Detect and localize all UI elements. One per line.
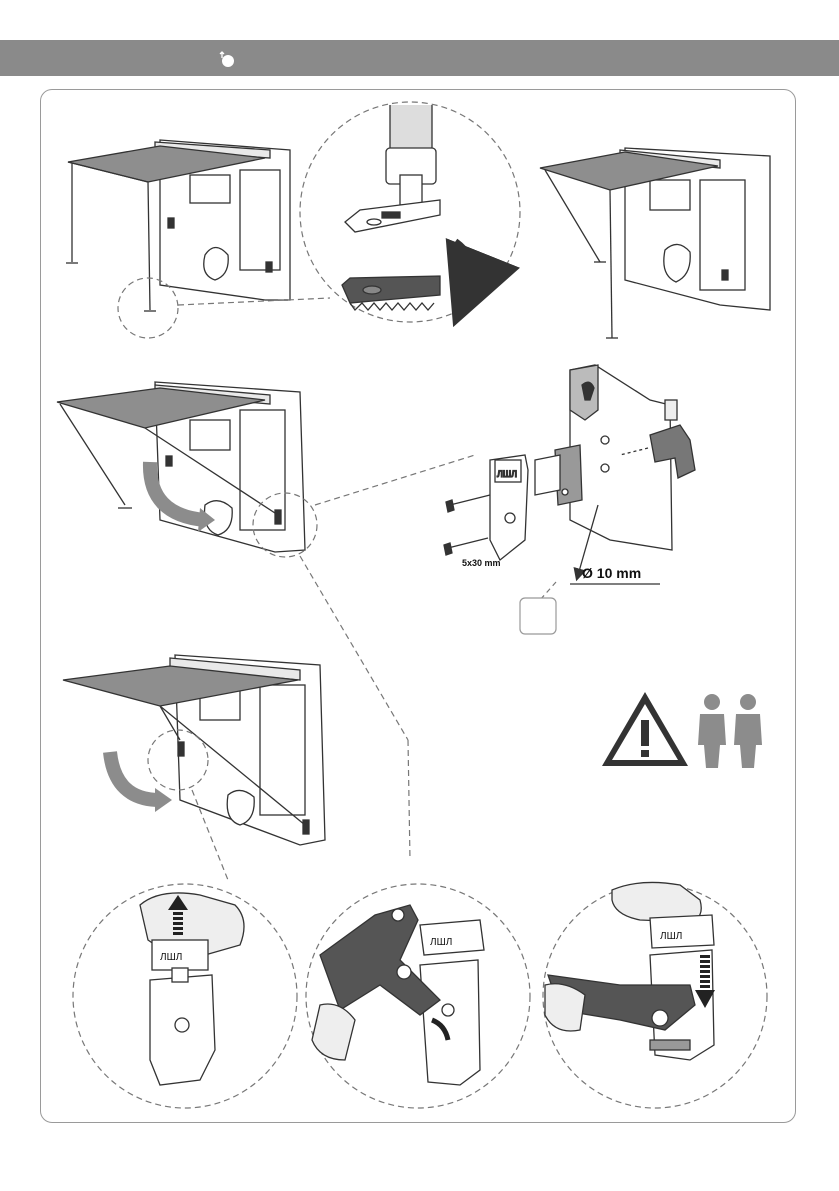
bracket-marking-top: ЛШЛ — [497, 469, 517, 479]
step3-awning-leg-to-wall — [57, 382, 305, 552]
drill-diameter-label: Ø 10 mm — [582, 565, 641, 581]
bracket-marking-3: ЛШЛ — [660, 931, 682, 942]
two-persons-icon — [698, 694, 762, 768]
step4-awning-arm-fold — [63, 655, 325, 845]
bracket-mounting-detail: ЛШЛ — [444, 365, 695, 560]
detail-circle-small — [118, 278, 178, 338]
warning-triangle-icon — [602, 692, 688, 766]
bracket-marking-2: ЛШЛ — [430, 937, 452, 948]
step-number-box — [520, 598, 556, 634]
screw-size-label: 5x30 mm — [462, 558, 501, 568]
bracket-marking-1: ЛШЛ — [160, 952, 182, 963]
step2-awning-inclined — [540, 148, 770, 338]
step1-awning-legs — [66, 140, 290, 311]
swing-arrow-icon-2 — [110, 752, 160, 800]
